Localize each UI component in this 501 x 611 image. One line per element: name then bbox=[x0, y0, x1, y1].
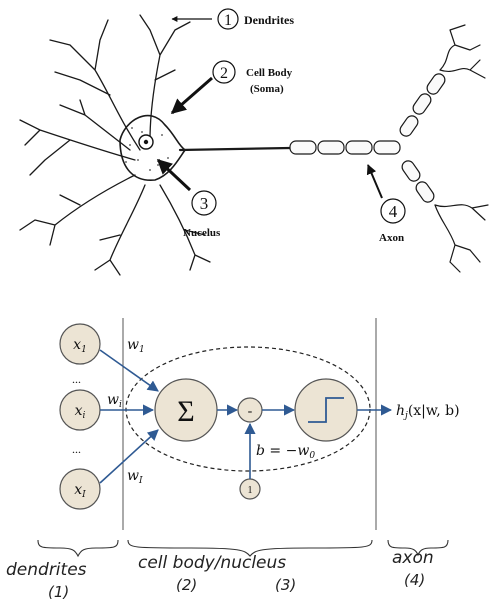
label-1-num: 1 bbox=[224, 12, 232, 29]
bias-node-value: 1 bbox=[248, 485, 253, 496]
biological-neuron: 1 Dendrites 2 Cell Body (Soma) 3 Nucelus… bbox=[19, 8, 489, 276]
weight-label-wI: wI bbox=[127, 468, 143, 486]
input-node-x1 bbox=[59, 323, 101, 365]
label-cell-body: Cell Body bbox=[246, 67, 293, 79]
nucleolus bbox=[143, 139, 149, 145]
brace-axon bbox=[387, 539, 449, 557]
nucleus-pointer bbox=[156, 158, 192, 192]
soma-pointer bbox=[170, 76, 213, 115]
axon-shaft bbox=[178, 146, 292, 152]
label-soma: (Soma) bbox=[250, 83, 284, 95]
output-label: hj(x|w, b) bbox=[396, 403, 460, 421]
weight-label-w1: w1 bbox=[127, 337, 145, 355]
weight-label-wi: wi bbox=[107, 392, 122, 410]
perceptron-diagram: x1 ... xi ... xI w1 wi wI Σ - hj(x|w, b) bbox=[6, 318, 460, 601]
ellipsis-top: ... bbox=[72, 372, 81, 386]
handwritten-cell-body-num2: (2) bbox=[176, 576, 197, 594]
handwritten-cell-body: cell body/nucleus bbox=[138, 553, 286, 573]
bias-label: b = −w0 bbox=[256, 443, 315, 461]
label-nucleus: Nucelus bbox=[183, 227, 221, 239]
handwritten-dendrites-num: (1) bbox=[48, 583, 69, 601]
handwritten-axon: axon bbox=[392, 548, 434, 568]
input-xi-label: xi bbox=[75, 403, 86, 421]
label-4-num: 4 bbox=[389, 202, 398, 221]
brace-dendrites bbox=[37, 539, 119, 558]
weight-arrow-wI bbox=[99, 429, 159, 484]
ellipsis-bottom: ... bbox=[72, 442, 81, 456]
sum-symbol: Σ bbox=[177, 395, 194, 428]
axon-pointer bbox=[366, 164, 383, 199]
label-3-num: 3 bbox=[200, 194, 209, 213]
soma bbox=[119, 114, 186, 181]
label-3-circle bbox=[191, 190, 217, 216]
dendrite-branches bbox=[19, 14, 211, 276]
input-x1-label: x1 bbox=[73, 337, 87, 355]
minus-symbol: - bbox=[248, 404, 253, 419]
label-1-circle bbox=[217, 8, 239, 30]
input-xI-label: xI bbox=[74, 482, 86, 500]
handwritten-axon-num: (4) bbox=[404, 571, 425, 589]
weight-arrow-w1 bbox=[99, 349, 159, 392]
handwritten-dendrites: dendrites bbox=[6, 560, 87, 580]
axon-terminals bbox=[434, 24, 489, 273]
label-axon: Axon bbox=[379, 232, 404, 244]
step-function-icon bbox=[308, 397, 344, 423]
label-2-num: 2 bbox=[220, 65, 228, 82]
cell-body-boundary bbox=[125, 346, 371, 472]
handwritten-cell-body-num3: (3) bbox=[275, 576, 296, 594]
input-node-xI bbox=[59, 468, 101, 510]
label-2-circle bbox=[212, 60, 236, 84]
label-4-circle bbox=[380, 198, 406, 224]
myelin-sheath bbox=[289, 73, 446, 203]
brace-cell-body bbox=[127, 539, 373, 557]
label-dendrites: Dendrites bbox=[244, 13, 294, 27]
